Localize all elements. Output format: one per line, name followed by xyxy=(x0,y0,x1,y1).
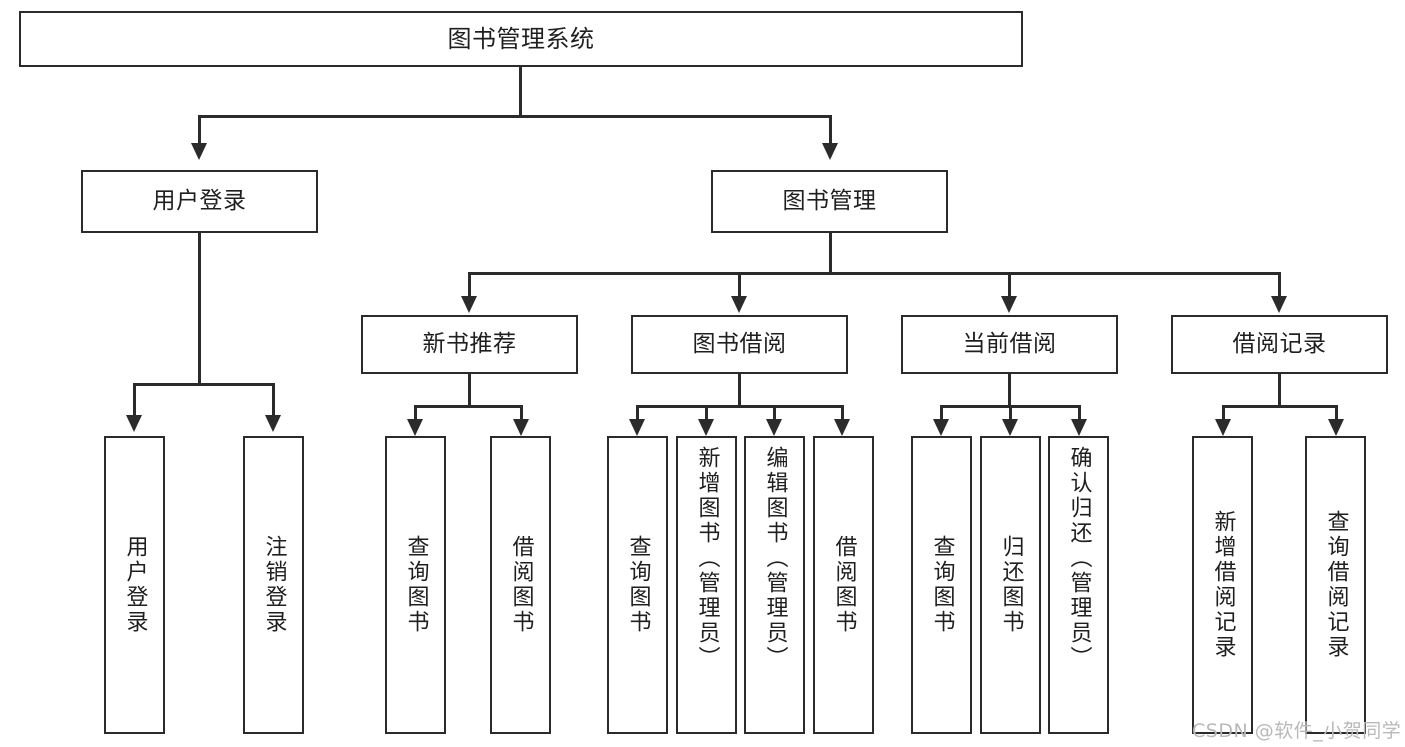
connector-bookmanage-drop-3 xyxy=(1008,272,1011,298)
arrow-to-leaf-return-book xyxy=(1002,419,1018,436)
arrow-to-leaf-add-record xyxy=(1215,419,1231,436)
leaf-query-record[interactable]: 查询借阅记录 xyxy=(1305,436,1366,734)
connector-borrowrecord-drop-2 xyxy=(1335,405,1338,423)
arrow-to-leaf-query-record xyxy=(1328,419,1344,436)
node-label: 查询借阅记录 xyxy=(1323,510,1349,660)
node-book-manage[interactable]: 图书管理 xyxy=(711,170,948,233)
connector-userlogin-stem xyxy=(198,233,201,385)
leaf-query-book-1[interactable]: 查询图书 xyxy=(385,436,446,734)
csdn-watermark: CSDN @软件_小贺同学 xyxy=(1192,720,1402,742)
connector-root-bus xyxy=(198,115,831,118)
connector-borrowrecord-drop-1 xyxy=(1222,405,1225,423)
connector-userlogin-drop-2 xyxy=(272,383,275,418)
node-label: 图书管理 xyxy=(782,187,877,214)
node-label: 借阅记录 xyxy=(1232,330,1327,357)
leaf-add-book[interactable]: 新增图书（管理员） xyxy=(676,436,737,734)
arrow-to-leaf-query-book-2 xyxy=(629,419,645,436)
arrow-to-leaf-logout xyxy=(265,415,281,432)
arrow-to-leaf-borrow-book-2 xyxy=(834,419,850,436)
leaf-confirm-return[interactable]: 确认归还（管理员） xyxy=(1048,436,1109,734)
arrow-to-leaf-edit-book xyxy=(766,419,782,436)
arrow-to-leaf-user-login xyxy=(126,415,142,432)
node-root-system[interactable]: 图书管理系统 xyxy=(19,11,1023,67)
connector-bookmanage-drop-4 xyxy=(1278,272,1281,298)
connector-bookmanage-stem xyxy=(829,233,832,274)
leaf-add-record[interactable]: 新增借阅记录 xyxy=(1192,436,1253,734)
connector-bookborrow-stem xyxy=(738,374,741,407)
arrow-to-leaf-add-book xyxy=(698,419,714,436)
node-borrow-record[interactable]: 借阅记录 xyxy=(1171,315,1388,374)
connector-bookborrow-drop-4 xyxy=(841,405,844,423)
arrow-to-current-borrow xyxy=(1001,296,1017,313)
arrow-to-book-borrow xyxy=(731,296,747,313)
arrow-to-leaf-confirm-return xyxy=(1071,419,1087,436)
connector-userlogin-bus xyxy=(133,383,275,386)
connector-borrowrecord-bus xyxy=(1222,405,1337,408)
connector-root-stem xyxy=(519,67,522,117)
node-user-login[interactable]: 用户登录 xyxy=(81,170,318,233)
node-label: 编辑图书（管理员） xyxy=(762,446,788,671)
connector-currentborrow-drop-1 xyxy=(940,405,943,423)
connector-newbook-bus xyxy=(414,405,523,408)
node-label: 用户登录 xyxy=(122,535,148,635)
node-label: 新书推荐 xyxy=(422,330,517,357)
node-label: 确认归还（管理员） xyxy=(1066,446,1092,671)
connector-root-drop-left xyxy=(198,115,201,146)
connector-bookborrow-bus xyxy=(636,405,844,408)
connector-bookborrow-drop-1 xyxy=(636,405,639,423)
connector-currentborrow-stem xyxy=(1008,374,1011,407)
arrow-to-leaf-query-book-3 xyxy=(933,419,949,436)
connector-newbook-stem xyxy=(468,374,471,407)
arrow-to-borrow-record xyxy=(1271,296,1287,313)
node-current-borrow[interactable]: 当前借阅 xyxy=(901,315,1118,374)
node-label: 查询图书 xyxy=(625,535,651,635)
connector-currentborrow-drop-3 xyxy=(1078,405,1081,423)
node-label: 新增借阅记录 xyxy=(1210,510,1236,660)
node-label: 图书借阅 xyxy=(692,330,787,357)
connector-bookborrow-drop-2 xyxy=(705,405,708,423)
leaf-borrow-book-1[interactable]: 借阅图书 xyxy=(490,436,551,734)
node-label: 借阅图书 xyxy=(508,535,534,635)
connector-newbook-drop-1 xyxy=(414,405,417,423)
leaf-return-book[interactable]: 归还图书 xyxy=(980,436,1041,734)
arrow-to-book-manage xyxy=(822,143,838,160)
leaf-logout[interactable]: 注销登录 xyxy=(243,436,304,734)
leaf-user-login[interactable]: 用户登录 xyxy=(104,436,165,734)
connector-userlogin-drop-1 xyxy=(133,383,136,418)
node-label: 查询图书 xyxy=(403,535,429,635)
arrow-to-user-login xyxy=(191,143,207,160)
leaf-query-book-2[interactable]: 查询图书 xyxy=(607,436,668,734)
node-book-borrow[interactable]: 图书借阅 xyxy=(631,315,848,374)
node-label: 图书管理系统 xyxy=(447,24,595,53)
connector-currentborrow-drop-2 xyxy=(1009,405,1012,423)
connector-bookborrow-drop-3 xyxy=(773,405,776,423)
leaf-edit-book[interactable]: 编辑图书（管理员） xyxy=(744,436,805,734)
arrow-to-leaf-query-book-1 xyxy=(407,419,423,436)
node-label: 当前借阅 xyxy=(962,330,1057,357)
connector-bookmanage-drop-2 xyxy=(738,272,741,298)
node-label: 新增图书（管理员） xyxy=(694,446,720,671)
node-new-book-recommend[interactable]: 新书推荐 xyxy=(361,315,578,374)
leaf-query-book-3[interactable]: 查询图书 xyxy=(911,436,972,734)
leaf-borrow-book-2[interactable]: 借阅图书 xyxy=(813,436,874,734)
connector-borrowrecord-stem xyxy=(1278,374,1281,407)
node-label: 借阅图书 xyxy=(831,535,857,635)
arrow-to-leaf-borrow-book-1 xyxy=(513,419,529,436)
connector-bookmanage-drop-1 xyxy=(468,272,471,298)
connector-root-drop-right xyxy=(829,115,832,146)
node-label: 归还图书 xyxy=(998,535,1024,635)
node-label: 用户登录 xyxy=(152,187,247,214)
node-label: 注销登录 xyxy=(261,535,287,635)
connector-bookmanage-bus xyxy=(468,272,1280,275)
node-label: 查询图书 xyxy=(929,535,955,635)
arrow-to-new-book-recommend xyxy=(461,296,477,313)
connector-newbook-drop-2 xyxy=(520,405,523,423)
